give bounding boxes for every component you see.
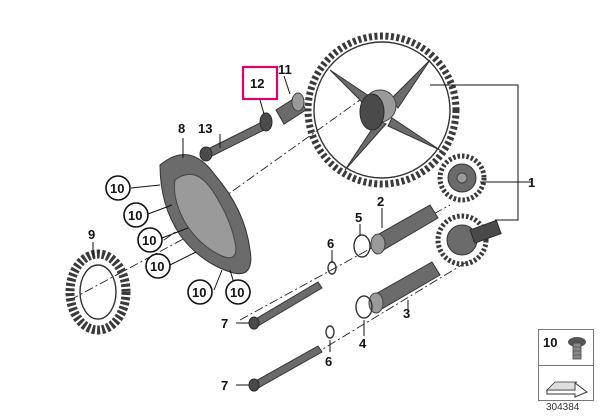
- callout-10-b: 10: [128, 208, 142, 223]
- legend-box: 10: [538, 329, 594, 401]
- long-bolt-part-7-lower: [248, 345, 323, 392]
- callout-10-a: 10: [110, 181, 124, 196]
- callout-7-lower: 7: [221, 378, 228, 393]
- small-gear-lower: [435, 213, 502, 267]
- callout-12-highlight-box: [241, 65, 279, 101]
- callout-11: 11: [278, 62, 292, 77]
- callout-10-e: 10: [192, 285, 206, 300]
- callout-12: 12: [250, 76, 264, 91]
- o-ring-part-4: [355, 295, 373, 319]
- callout-9: 9: [88, 227, 95, 242]
- arrow-icon: [546, 381, 588, 398]
- callout-8: 8: [178, 121, 185, 136]
- callout-3: 3: [403, 306, 410, 321]
- callout-10-circle: [187, 279, 213, 305]
- callout-2: 2: [377, 194, 384, 209]
- callout-6-lower: 6: [325, 354, 332, 369]
- callout-10-c: 10: [142, 233, 156, 248]
- leader-lines: [92, 75, 532, 386]
- small-gear-upper: [437, 153, 487, 203]
- callout-7-upper: 7: [221, 316, 228, 331]
- axis-line: [69, 229, 201, 301]
- washer-part-12: [259, 112, 273, 132]
- callout-10-f: 10: [230, 285, 244, 300]
- legend-number: 10: [543, 335, 558, 350]
- callout-5: 5: [355, 210, 362, 225]
- bolt-icon: [568, 337, 586, 360]
- o-ring-part-5: [353, 234, 371, 258]
- large-gear: [304, 32, 460, 188]
- long-bolt-part-7-upper: [248, 281, 323, 330]
- callout-10-circle: [123, 202, 149, 228]
- bush-part-11: [275, 92, 307, 125]
- shaft-part-3: [368, 261, 441, 314]
- washer-part-6-lower: [325, 325, 335, 339]
- carrier-plate-part-8: [159, 154, 252, 275]
- callout-10-circle: [145, 253, 171, 279]
- callout-4: 4: [359, 336, 367, 351]
- callout-10-circle: [137, 227, 163, 253]
- callout-6-upper: 6: [327, 236, 334, 251]
- shaft-part-2: [370, 204, 439, 255]
- callout-10-circle: [225, 279, 251, 305]
- freewheel-part-9: [65, 249, 131, 335]
- callout-10-circle: [105, 175, 131, 201]
- callout-1: 1: [528, 175, 535, 190]
- legend-divider: [539, 365, 593, 366]
- callout-10-d: 10: [150, 259, 164, 274]
- reference-number: 304384: [546, 402, 580, 413]
- callout-13: 13: [198, 121, 212, 136]
